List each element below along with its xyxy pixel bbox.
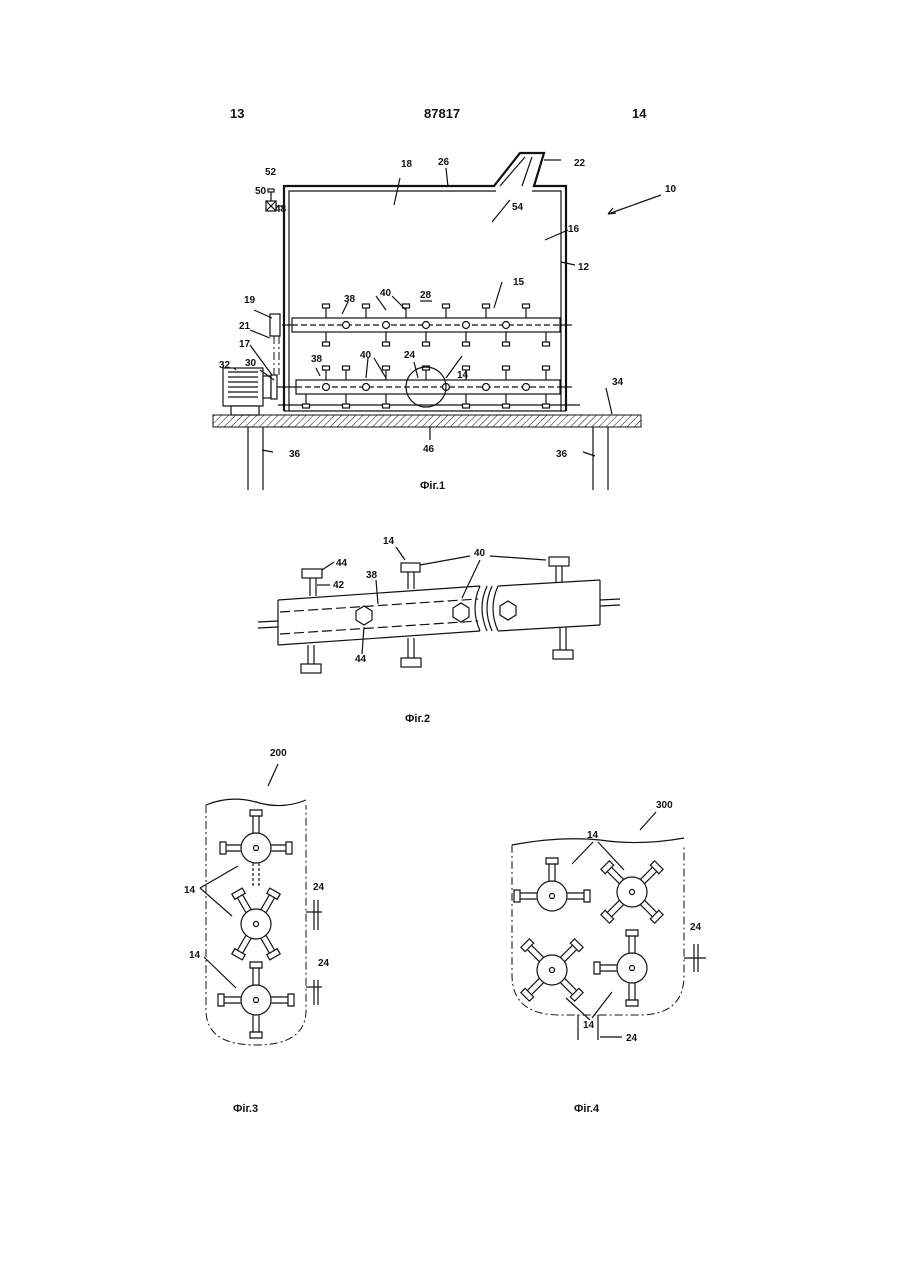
fig4-diagram: 300 14 24 14 24 Фіг.4: [512, 800, 706, 1115]
fig1-label: 32: [219, 360, 231, 371]
leg-left: [248, 427, 263, 490]
fig3-label: 24: [318, 958, 330, 969]
fig1-label: 14: [457, 370, 469, 381]
fig3-label: 24: [313, 882, 325, 893]
fig1-label: 28: [420, 290, 432, 301]
fig1-label: 38: [344, 294, 356, 305]
leg-right: [593, 427, 608, 490]
fig2-label: 44: [355, 654, 367, 665]
fig1-label: 54: [512, 202, 524, 213]
fig2-label: 38: [366, 570, 378, 581]
fig1-label: 21: [239, 321, 251, 332]
fig1-label: 34: [612, 377, 624, 388]
fig4-label: 14: [587, 830, 599, 841]
fig1-label: 15: [513, 277, 525, 288]
fig1-label: 18: [401, 159, 413, 170]
fig1-caption: Фіг.1: [420, 480, 445, 492]
fig1-label: 48: [275, 204, 287, 215]
fig4-label: 24: [626, 1033, 638, 1044]
fig3-label: 14: [189, 950, 201, 961]
fig2-label: 14: [383, 536, 395, 547]
fig1-label: 36: [556, 449, 568, 460]
fig1-label: 40: [360, 350, 372, 361]
fig1-diagram: 10 12 14 15 16 17 18 19 21 22 24 26 28 3…: [213, 153, 677, 492]
fig2-caption: Фіг.2: [405, 713, 430, 725]
fig1-label: 40: [380, 288, 392, 299]
fig1-label: 19: [244, 295, 256, 306]
fig4-label: 300: [656, 800, 673, 811]
fig1-label: 26: [438, 157, 450, 168]
fig1-label: 12: [578, 262, 590, 273]
fig1-label: 16: [568, 224, 580, 235]
fig1-label: 30: [245, 358, 257, 369]
fig2-label: 40: [474, 548, 486, 559]
fig1-label: 46: [423, 444, 435, 455]
fig3-diagram: 200 14 14 24 24 Фіг.3: [184, 748, 330, 1115]
fig2-label: 42: [333, 580, 345, 591]
fig1-label: 10: [665, 184, 677, 195]
fig1-label: 36: [289, 449, 301, 460]
fig1-label: 52: [265, 167, 277, 178]
fig1-label: 50: [255, 186, 267, 197]
fig4-label: 24: [690, 922, 702, 933]
fig1-label: 17: [239, 339, 251, 350]
fig2-diagram: 14 40 44 42 38 44 Фіг.2: [258, 536, 620, 725]
fig1-label: 38: [311, 354, 323, 365]
fig1-label: 24: [404, 350, 416, 361]
fig3-label: 200: [270, 748, 287, 759]
fig3-label: 14: [184, 885, 196, 896]
fig4-caption: Фіг.4: [574, 1103, 600, 1115]
base-plate: [213, 415, 641, 427]
fig3-caption: Фіг.3: [233, 1103, 258, 1115]
fig2-label: 44: [336, 558, 348, 569]
fig1-label: 22: [574, 158, 586, 169]
fig4-label: 14: [583, 1020, 595, 1031]
